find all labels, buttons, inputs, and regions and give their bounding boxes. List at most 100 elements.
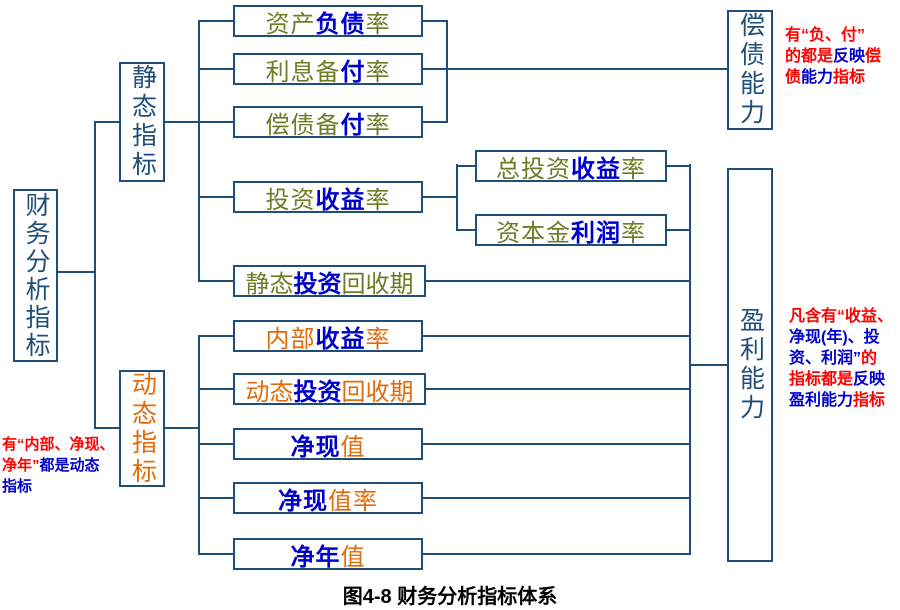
connector-line	[198, 335, 233, 337]
note-line: 的都是反映偿	[785, 46, 881, 67]
static-group-label: 静态指标	[128, 64, 157, 180]
text-segment: 债	[785, 69, 802, 86]
note-debt-ability: 有“负、付”的都是反映偿债能力指标	[785, 25, 881, 88]
connector-line	[94, 121, 121, 123]
connector-line	[198, 20, 233, 22]
note-line: 净现(年)、投	[789, 327, 893, 348]
connector-line	[667, 229, 691, 231]
text-segment: 率	[621, 155, 646, 183]
text-segment: 投资	[265, 186, 316, 214]
text-segment: 收益	[315, 325, 366, 353]
text-segment: 总投资	[496, 155, 571, 183]
text-segment: 的	[861, 350, 878, 367]
connector-line	[198, 497, 233, 499]
text-segment: 都是动态	[39, 457, 100, 474]
root-box-label: 财务分析指标	[22, 191, 50, 360]
connector-line	[198, 280, 233, 282]
connector-line	[456, 165, 475, 167]
connector-line	[198, 553, 233, 555]
connector-line	[198, 388, 233, 390]
box-debt-service-coverage-ratio: 偿债备付率	[233, 106, 423, 139]
connector-line	[689, 364, 727, 366]
note-line: 指标	[2, 476, 115, 497]
connector-line	[667, 165, 691, 167]
text-segment: 盈利能力	[789, 392, 854, 409]
text-segment: 回收期	[341, 270, 414, 298]
text-segment: 有“负、付”	[785, 27, 866, 44]
text-segment: 率	[621, 219, 646, 247]
box-net-present-value-ratio: 净现值率	[233, 482, 423, 515]
text-segment: 凡含有“收益、	[789, 308, 894, 325]
text-segment: 率	[365, 58, 391, 86]
text-segment: 净年”	[2, 457, 40, 474]
note-line: 净年”都是动态	[2, 455, 115, 476]
group-box-dynamic-indicators: 动态指标	[119, 370, 165, 487]
text-segment: 偿	[865, 48, 882, 65]
text-segment: 值	[340, 543, 366, 571]
box-total-investment-return-ratio: 总投资收益率	[475, 150, 667, 183]
connector-line	[198, 443, 233, 445]
connector-line	[689, 164, 691, 555]
text-segment: 动态	[245, 378, 294, 406]
text-segment: 偿债备	[265, 111, 341, 139]
connector-line	[423, 553, 691, 555]
text-segment: 投资	[293, 378, 342, 406]
note-line: 债能力指标	[785, 67, 881, 88]
connector-line	[423, 20, 448, 22]
text-segment: 内部	[265, 325, 316, 353]
text-segment: 率	[365, 10, 391, 38]
connector-line	[423, 121, 448, 123]
text-segment: 的都是	[785, 48, 834, 65]
connector-line	[94, 427, 121, 429]
connector-line	[94, 121, 96, 429]
text-segment: 指标	[853, 392, 886, 409]
note-line: 有“内部、净现、	[2, 434, 115, 455]
text-segment: 指标	[2, 478, 33, 495]
text-segment: 净现	[290, 433, 341, 461]
note-line: 盈利能力指标	[789, 390, 893, 411]
text-segment: 指标都是	[789, 371, 854, 388]
text-segment: 率	[365, 111, 391, 139]
figure-caption: 图4-8 财务分析指标体系	[342, 586, 558, 608]
text-segment: 反映	[853, 371, 886, 388]
note-line: 资、利润”的	[789, 348, 893, 369]
note-profitability: 凡含有“收益、净现(年)、投资、利润”的指标都是反映盈利能力指标	[789, 306, 893, 411]
root-box-financial-analysis-indicators: 财务分析指标	[13, 189, 58, 362]
connector-line	[446, 20, 448, 123]
text-segment: 付	[340, 58, 366, 86]
box-net-present-value: 净现值	[233, 428, 423, 461]
text-segment: 收益	[571, 155, 621, 183]
connector-line	[423, 335, 691, 337]
connector-line	[198, 196, 233, 198]
connector-line	[426, 280, 691, 282]
connector-line	[198, 68, 233, 70]
box-net-annual-value: 净年值	[233, 538, 423, 571]
box-static-payback-period: 静态投资回收期	[233, 265, 426, 298]
text-segment: 反映	[833, 48, 866, 65]
text-segment: 净现	[278, 487, 328, 515]
connector-line	[198, 335, 200, 555]
text-segment: 负债	[315, 10, 366, 38]
box-internal-rate-of-return: 内部收益率	[233, 320, 423, 353]
text-segment: 资本金	[496, 219, 571, 247]
text-segment: 收益	[315, 186, 366, 214]
note-dynamic-indicators: 有“内部、净现、净年”都是动态指标	[2, 434, 115, 497]
text-segment: 资、利润”	[789, 350, 862, 367]
text-segment: 回收期	[341, 378, 414, 406]
box-capital-profit-ratio: 资本金利润率	[475, 214, 667, 247]
text-segment: 利润	[571, 219, 621, 247]
text-segment: 利息备	[265, 58, 341, 86]
connector-line	[198, 20, 200, 282]
text-segment: 有“内部、净现、	[2, 436, 115, 453]
connector-line	[165, 427, 200, 429]
text-segment: 指标	[833, 69, 866, 86]
connector-line	[456, 164, 458, 231]
group-box-static-indicators: 静态指标	[119, 62, 165, 182]
connector-line	[423, 443, 691, 445]
ability-box-profitability: 盈利能力	[727, 168, 773, 562]
box-dynamic-payback-period: 动态投资回收期	[233, 373, 426, 406]
text-segment: 净年	[290, 543, 341, 571]
box-investment-return-ratio: 投资收益率	[233, 181, 423, 214]
note-line: 指标都是反映	[789, 369, 893, 390]
